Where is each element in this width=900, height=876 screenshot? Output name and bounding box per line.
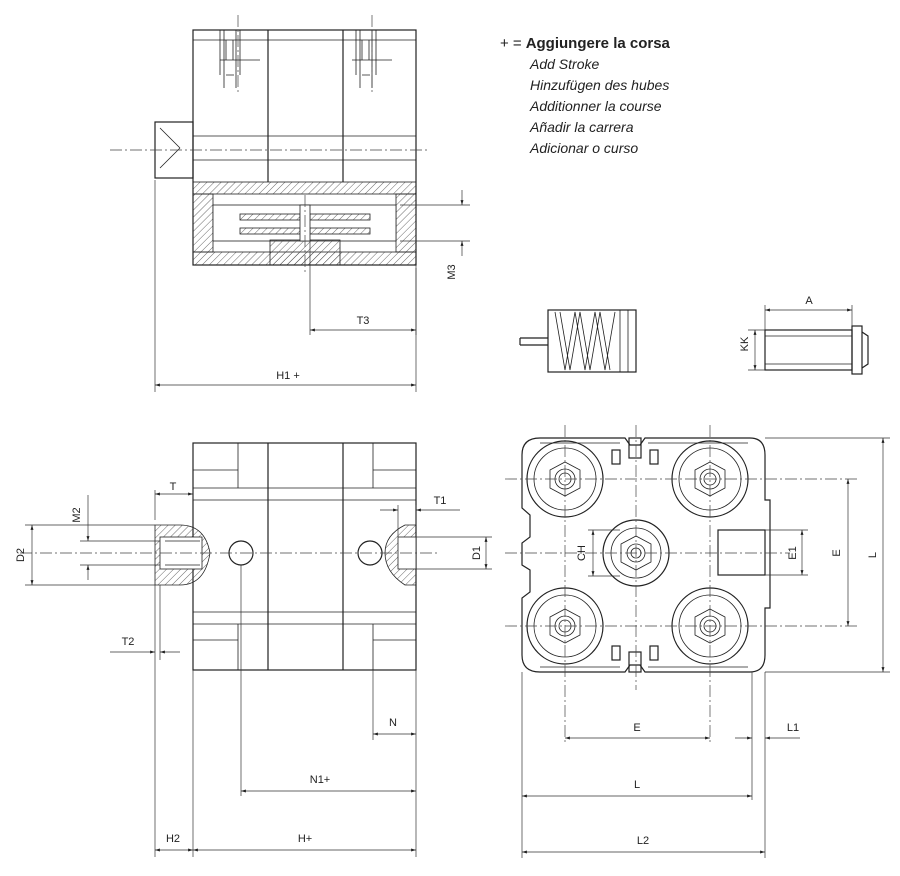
front-view: CH E1 E L E L1 L L2	[505, 425, 890, 858]
dim-L1: L1	[787, 722, 799, 734]
dim-H2: H2	[166, 833, 180, 845]
legend-main: + =Aggiungere la corsa	[500, 34, 670, 54]
rod-detail: A KK	[739, 295, 869, 375]
dim-T: T	[170, 481, 177, 493]
dim-D2: D2	[15, 548, 27, 562]
dim-M3: M3	[446, 264, 458, 279]
side-view: T M2 D2 T1 D1 T2 N N1+	[15, 442, 492, 857]
dim-T2: T2	[122, 636, 135, 648]
dim-H: H+	[298, 833, 312, 845]
legend-translation-de: Hinzufügen des hubes	[530, 77, 670, 93]
dim-M2: M2	[71, 507, 83, 522]
dim-D1: D1	[471, 546, 483, 560]
dim-N1: N1+	[310, 774, 331, 786]
dim-H1: H1 +	[276, 370, 300, 382]
top-section-view: M3 T3 H1 +	[110, 15, 470, 392]
dim-L-horizontal: L	[634, 779, 640, 791]
dim-E-vertical: E	[831, 549, 843, 556]
legend-translation-fr: Additionner la course	[530, 98, 662, 114]
dim-CH: CH	[576, 545, 588, 561]
spring-detail	[519, 309, 637, 373]
legend-translation-pt: Adicionar o curso	[530, 140, 639, 156]
legend-translation-es: Añadir la carrera	[530, 119, 634, 135]
dim-L-vertical: L	[867, 552, 879, 558]
dim-L2: L2	[637, 835, 649, 847]
dim-E1: E1	[787, 546, 799, 559]
dim-T3: T3	[357, 315, 370, 327]
dim-N: N	[389, 717, 397, 729]
stroke-legend: + =Aggiungere la corsa Add Stroke Hinzuf…	[500, 34, 670, 159]
dim-A: A	[805, 295, 813, 307]
dim-E-horizontal: E	[633, 722, 640, 734]
dim-KK: KK	[739, 336, 751, 351]
dim-T1: T1	[434, 495, 447, 507]
legend-symbol: + =	[500, 35, 522, 52]
legend-translation-en: Add Stroke	[530, 56, 600, 72]
legend-main-text: Aggiungere la corsa	[525, 35, 670, 52]
